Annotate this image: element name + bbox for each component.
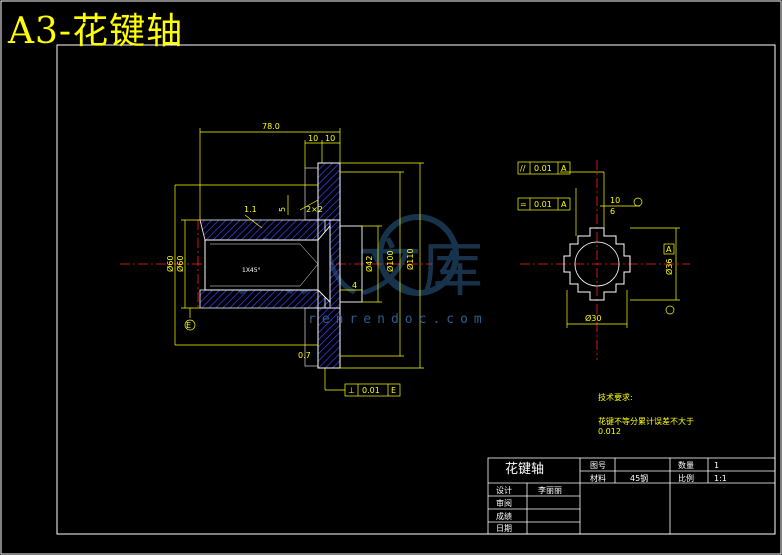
centerlines (120, 160, 690, 360)
title-block (487, 457, 776, 535)
svg-text:0.01: 0.01 (362, 386, 380, 395)
label-6: 6 (610, 207, 615, 216)
datum-e-circle (184, 319, 196, 331)
dim-dia-60-outer: Ø60 (165, 256, 175, 272)
dim-top-right-10: 10 (325, 134, 335, 143)
svg-text://: // (520, 164, 526, 173)
tb-quantity-value: 1 (714, 461, 720, 470)
tb-scale-value: 1:1 (714, 474, 727, 483)
tb-date-label: 日期 (496, 524, 512, 533)
flange-outline (317, 162, 341, 369)
hatch-region-bottom (199, 289, 331, 309)
tb-quantity-label: 数量 (678, 461, 694, 470)
svg-text:⊥: ⊥ (348, 386, 355, 395)
svg-text:A: A (561, 200, 567, 209)
rough-bottom: 0.7 (298, 351, 311, 360)
hatch-region-top (199, 219, 331, 241)
datum-a-box: A (666, 245, 672, 254)
dim-dia-110: Ø110 (405, 248, 415, 270)
tb-drawing-no-label: 图号 (590, 461, 606, 470)
tolerance-frame-flat: = 0.01 A (517, 197, 571, 211)
svg-text:=: = (520, 200, 527, 209)
datum-e-label: E (186, 321, 191, 330)
svg-text:0.01: 0.01 (534, 164, 552, 173)
dim-4: 4 (352, 281, 357, 290)
dim-overall-length: 78.0 (262, 122, 280, 131)
tolerance-frame-bottom: ⊥ 0.01 E (344, 383, 401, 397)
tb-designer: 李丽丽 (538, 486, 562, 495)
svg-text:A: A (561, 164, 567, 173)
inner-frame (56, 44, 776, 535)
tb-grade-label: 成绩 (496, 512, 512, 521)
main-section-view (199, 162, 363, 369)
dim-side-5: 5 (278, 207, 287, 212)
dim-top-left-10: 10 (308, 134, 318, 143)
spline-profile (563, 227, 631, 301)
tb-part-name: 花键轴 (505, 462, 545, 477)
svg-text:E: E (391, 386, 396, 395)
watermark-url: renrendoc.com (308, 312, 488, 327)
notes-line2: 0.012 (598, 427, 621, 436)
spline-side-view: Ø30 Ø36 10 6 A (560, 171, 680, 328)
notes-heading: 技术要求: (598, 393, 633, 402)
dimensions (174, 128, 424, 391)
dim-dia-36: Ø36 (664, 259, 674, 275)
notes-line1: 花键不等分累计误差不大于 (598, 417, 694, 426)
roughness-left: 1.1 (244, 205, 257, 214)
tb-material-value: 45钢 (630, 474, 649, 483)
dim-dia-30: Ø30 (585, 313, 601, 323)
dim-dia-42: Ø42 (364, 256, 374, 272)
tb-material-label: 材料 (590, 474, 606, 483)
svg-text:0.01: 0.01 (534, 200, 552, 209)
dim-dia-60-inner: Ø60 (175, 256, 185, 272)
dim-chamfer: 2×2 (306, 205, 323, 214)
tb-scale-label: 比例 (678, 474, 694, 483)
tb-design-label: 设计 (496, 486, 512, 495)
label-10: 10 (610, 196, 620, 205)
page-title: A3-花键轴 (8, 11, 184, 52)
center-note: 1X45° (242, 267, 261, 274)
dim-dia-100: Ø100 (385, 250, 395, 272)
tb-review-label: 审阅 (496, 499, 512, 508)
tolerance-frame-parallel: // 0.01 A (517, 161, 571, 175)
